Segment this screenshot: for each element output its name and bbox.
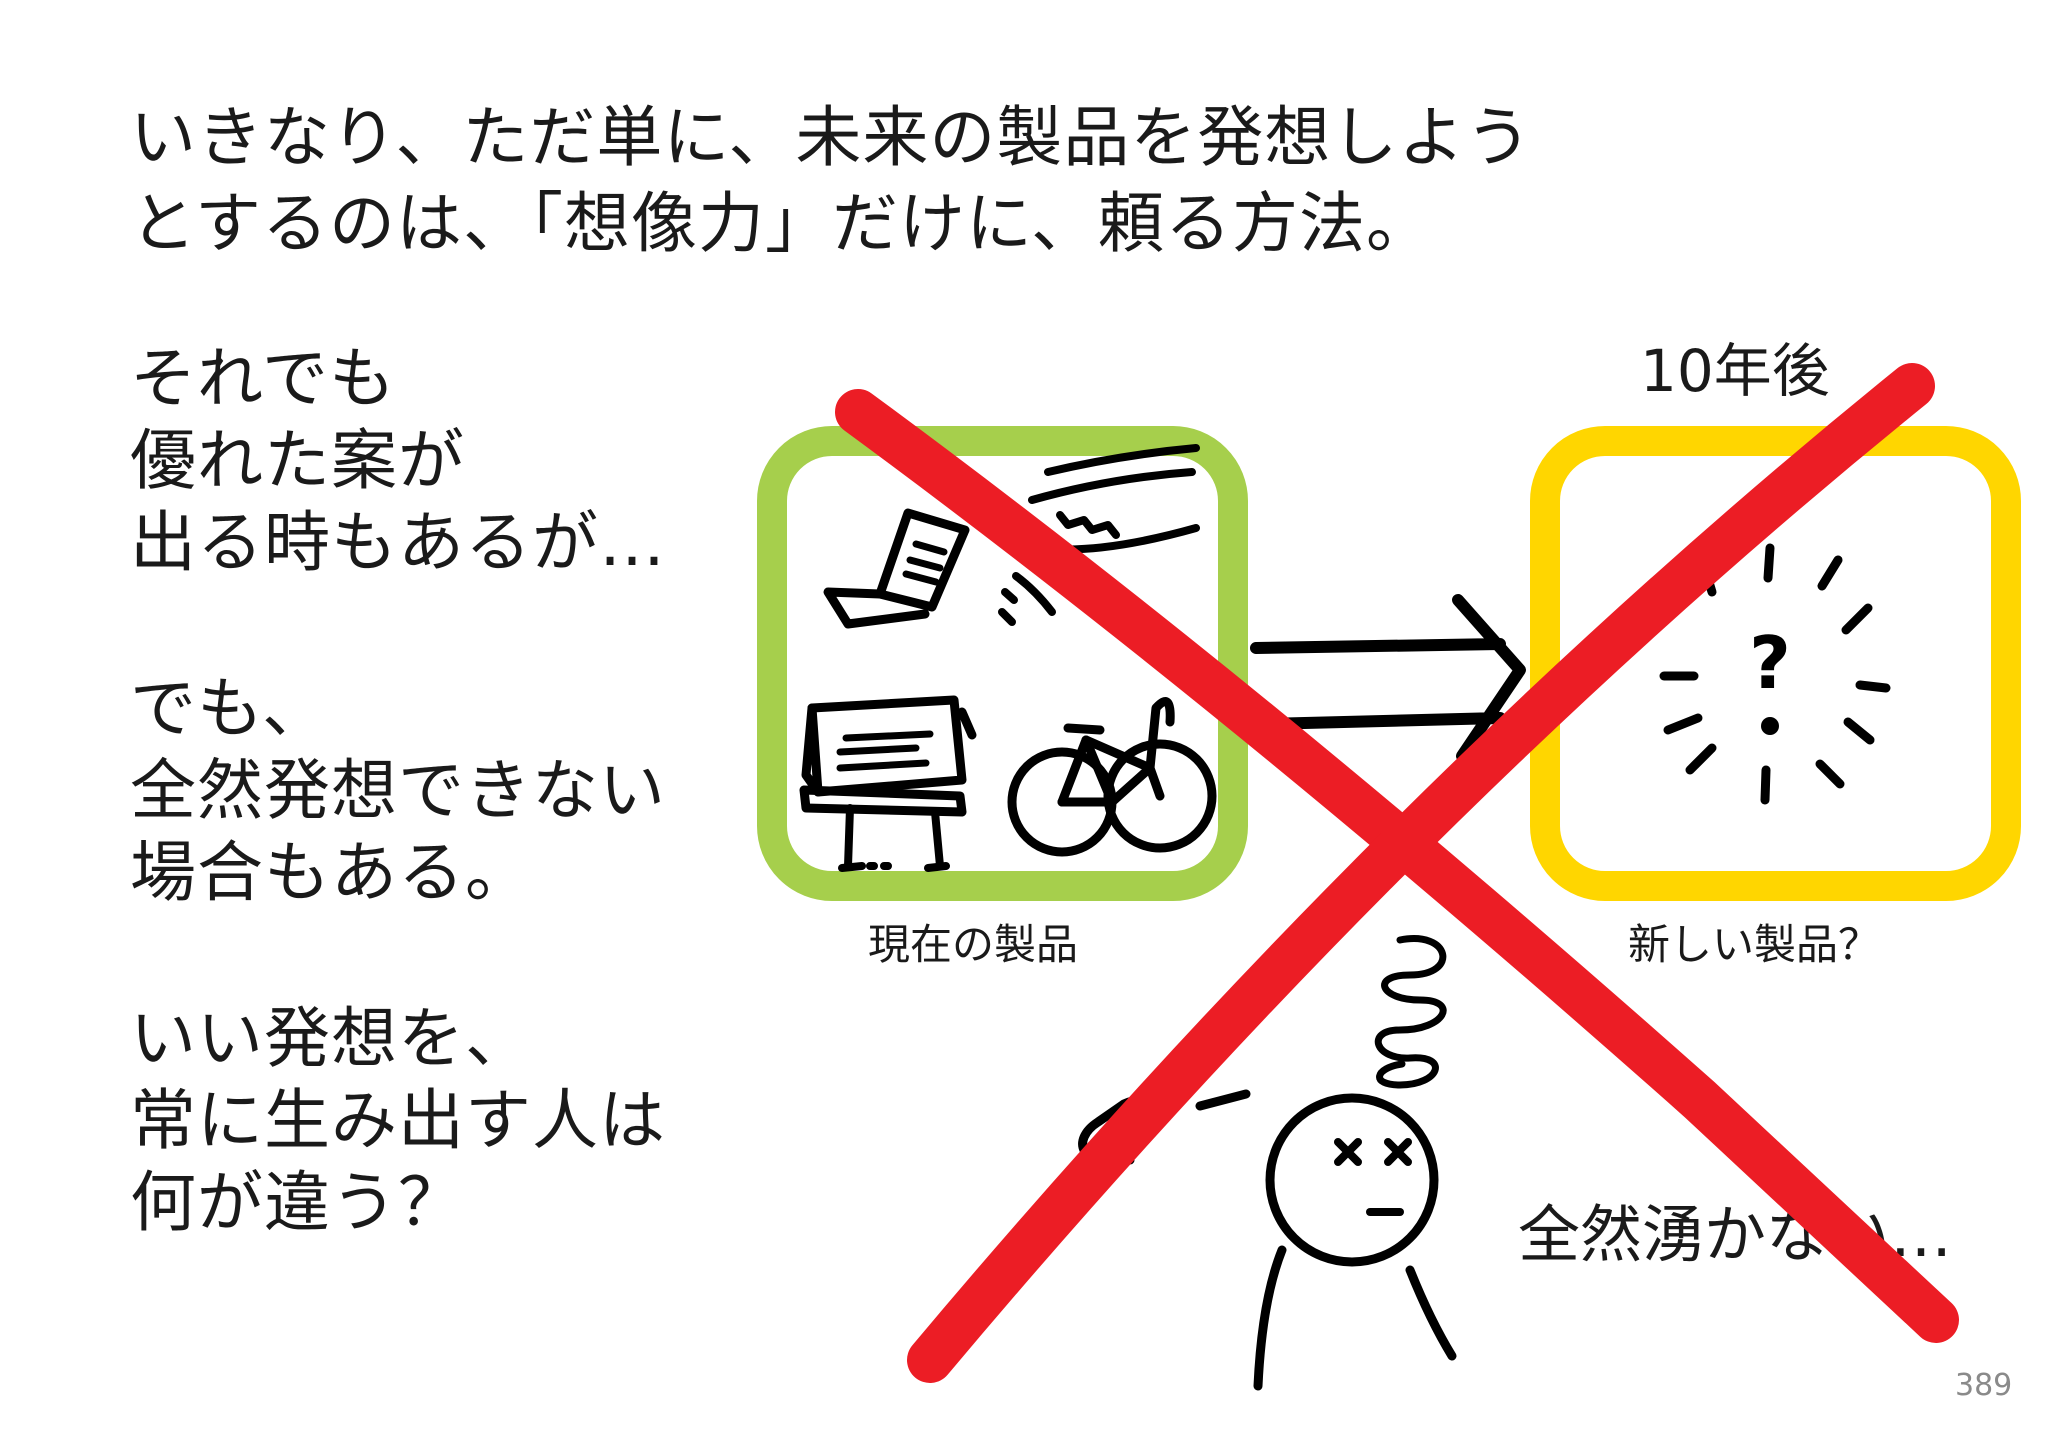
text-line: 優れた案が (130, 422, 465, 499)
double-arrow (1250, 594, 1526, 762)
computer-icon (799, 695, 977, 872)
person-icon (1253, 1093, 1457, 1391)
bicycle-icon (1007, 697, 1217, 857)
current-products-box (757, 426, 1248, 901)
current-products-caption: 現在の製品 (868, 920, 1079, 969)
question-dot (1761, 717, 1779, 735)
future-label: 10年後 (1640, 337, 1830, 405)
intro-line-1: いきなり、ただ単に、未来の製品を発想しよう (130, 99, 1533, 176)
train-icon (998, 444, 1200, 626)
text-line: 出る時もあるが… (130, 504, 666, 581)
text-line: 全然発想できない (130, 752, 666, 829)
page-number: 389 (1955, 1368, 2013, 1403)
text-block-3: いい発想を、 常に生み出す人は 何が違う？ (130, 998, 666, 1244)
text-line: 場合もある。 (130, 834, 532, 911)
text-line: それでも (130, 340, 397, 417)
intro-line-2: とするのは、「想像力」だけに、頼る方法。 (130, 185, 1434, 262)
text-line: 何が違う？ (130, 1164, 465, 1241)
text-line: 常に生み出す人は (130, 1082, 666, 1159)
text-line: いい発想を、 (130, 1000, 532, 1077)
text-block-1: それでも 優れた案が 出る時もあるが… (130, 338, 666, 584)
new-products-caption: 新しい製品？ (1628, 920, 1881, 969)
text-block-2: でも、 全然発想できない 場合もある。 (130, 668, 666, 914)
smartphone-icon (823, 508, 970, 629)
question-mark: ? (1749, 621, 1791, 705)
hand-icon (1078, 1089, 1251, 1167)
text-line: でも、 (130, 670, 330, 747)
intro-text: いきなり、ただ単に、未来の製品を発想しよう とするのは、「想像力」だけに、頼る方… (130, 95, 1532, 267)
thought-text: 全然湧かない… (1518, 1198, 1953, 1271)
thought-swirl-icon (1374, 935, 1447, 1089)
